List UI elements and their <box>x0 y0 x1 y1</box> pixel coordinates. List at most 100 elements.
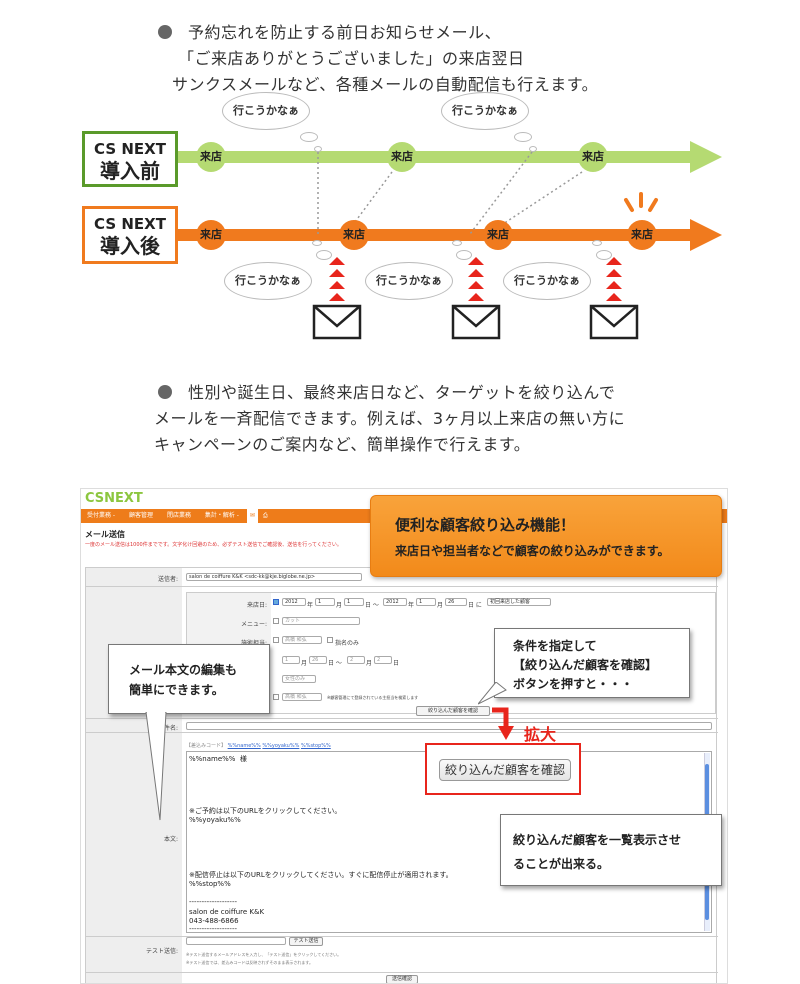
test-note-2: ※テスト送信では、差込みコードは反映されずそのまま表示されます。 <box>186 960 313 965</box>
feature-callout: 便利な顧客絞り込み機能！ 来店日や担当者などで顧客の絞り込みができます。 <box>370 495 722 577</box>
menu-item-closing[interactable]: 閉店業務 <box>166 512 191 519</box>
birthday-unit-4: 日 <box>393 660 400 667</box>
body-label: 本文: <box>163 836 178 843</box>
birthday-month-from[interactable]: 1 <box>282 656 300 664</box>
birthday-month-to[interactable]: 2 <box>347 656 365 664</box>
replace-label: 【差込みコード】 <box>186 743 227 749</box>
form-row-divider <box>86 972 718 973</box>
thought-bubble-top-2: 行こうかなぁ <box>441 92 529 130</box>
visit-month-unit: 月 <box>437 602 444 609</box>
thought-dot <box>312 240 322 246</box>
visit-day-unit: 日 に <box>468 602 482 609</box>
test-send-button[interactable]: テスト送信 <box>289 937 323 946</box>
visit-year-to[interactable]: 2012 <box>383 598 407 606</box>
body-line-stop-code: %%stop%% <box>189 880 231 888</box>
birthday-day-from[interactable]: 26 <box>309 656 327 664</box>
body-line-name: %%name%% 様 <box>189 755 247 763</box>
form-label-column <box>86 568 182 983</box>
birthday-unit-2: 日 ～ <box>328 660 342 667</box>
menu-item-analysis[interactable]: 集計・解析 - <box>204 512 239 519</box>
birthday-day-to[interactable]: 2 <box>374 656 392 664</box>
menu-label: メニュー: <box>240 621 267 628</box>
body-line-phone: 043-488-6866 <box>189 917 239 925</box>
send-confirm-button[interactable]: 送信確認 <box>386 975 418 983</box>
menu-mail-icon[interactable]: ✉ <box>246 509 258 523</box>
edit-line1: メール本文の編集も <box>129 663 238 677</box>
visit-day-to[interactable]: 26 <box>445 598 467 606</box>
visit-type-select[interactable]: 初回来店した顧客 <box>487 598 551 606</box>
nominate-check[interactable] <box>327 637 333 643</box>
menu-item-reception[interactable]: 受付業務 - <box>87 512 116 519</box>
menu-check[interactable] <box>273 618 279 624</box>
after-line1: CS NEXT <box>94 215 166 233</box>
zoom-arrow <box>492 707 514 740</box>
menu-item-customers[interactable]: 顧客管理 <box>129 512 154 519</box>
sparkle-icon <box>624 192 658 212</box>
replace-code-yoyaku[interactable]: %%yoyaku%% <box>262 743 300 749</box>
thought-dot <box>514 132 532 142</box>
staff-select[interactable]: 高橋 和弘 <box>282 636 322 644</box>
visit-month-unit: 月 <box>336 602 343 609</box>
birthday-unit-1: 月 <box>301 660 308 667</box>
intro-paragraph-1: 予約忘れを防止する前日お知らせメール、 「ご来店ありがとうございました」の来店翌… <box>158 20 718 98</box>
list-callout: 絞り込んだ顧客を一覧表示させ ることが出来る。 <box>500 814 722 886</box>
intro1-line2: 「ご来店ありがとうございました」の来店翌日 <box>178 49 525 68</box>
visit-month-to[interactable]: 1 <box>416 598 436 606</box>
thought-dot <box>314 146 322 152</box>
orange-arrow-head <box>690 219 722 251</box>
gender-select[interactable]: 女性のみ <box>282 675 316 683</box>
visit-date-check[interactable] <box>273 599 279 605</box>
staff2-check[interactable] <box>273 694 279 700</box>
visit-month-from[interactable]: 1 <box>315 598 335 606</box>
sender-label: 送信者: <box>157 576 178 583</box>
green-timeline-bar <box>176 151 696 163</box>
condition-callout: 条件を指定して 【絞り込んだ顧客を確認】 ボタンを押すと・・・ <box>494 628 690 698</box>
sender-select[interactable]: salon de coiffure K&K <sdc-kk@kje.biglob… <box>186 573 362 581</box>
feature-title: 便利な顧客絞り込み機能！ <box>395 516 576 534</box>
zoom-confirm-button[interactable]: 絞り込んだ顧客を確認 <box>439 759 571 781</box>
timeline-arrows <box>176 141 722 340</box>
green-arrow-head <box>690 141 722 173</box>
menu-print-icon[interactable]: ⎙ <box>262 512 268 519</box>
before-line1: CS NEXT <box>94 140 166 158</box>
body-line-separator: ------------------- <box>189 925 237 933</box>
visit-year-from[interactable]: 2012 <box>282 598 306 606</box>
menu-select[interactable]: カット <box>282 617 360 625</box>
intro1-line1: 予約忘れを防止する前日お知らせメール、 <box>188 23 502 42</box>
thought-dot <box>300 132 318 142</box>
intro2-line1: 性別や誕生日、最終来店日など、ターゲットを絞り込んで <box>188 383 616 402</box>
subject-input[interactable] <box>186 722 712 730</box>
body-line-separator: ------------------- <box>189 898 237 906</box>
form-row-divider <box>86 936 718 937</box>
app-logo: CSNEXT <box>85 491 143 506</box>
form-row-divider <box>86 718 718 719</box>
intro-paragraph-2: 性別や誕生日、最終来店日など、ターゲットを絞り込んで メールを一斉配信できます。… <box>154 380 738 458</box>
timeline-diagram: CS NEXT 導入前 CS NEXT 導入後 来店 来店 来店 来店 来店 来… <box>0 90 800 350</box>
test-send-label: テスト送信: <box>145 948 178 955</box>
birthday-unit-3: 月 <box>366 660 373 667</box>
body-line-yoyaku-guide: ※ご予約は以下のURLをクリックしてください。 <box>189 807 342 815</box>
after-box: CS NEXT 導入後 <box>82 206 178 264</box>
visit-after-1: 来店 <box>196 220 226 250</box>
arrow-stack-2 <box>468 257 484 301</box>
replace-code-name[interactable]: %%name%% <box>227 743 261 749</box>
visit-before-1: 来店 <box>196 142 226 172</box>
before-line2: 導入前 <box>100 159 160 183</box>
intro1-line3: サンクスメールなど、各種メールの自動配信も行えます。 <box>172 75 599 94</box>
before-box: CS NEXT 導入前 <box>82 131 178 187</box>
thought-dot <box>592 240 602 246</box>
body-line-stop-guide: ※配信停止は以下のURLをクリックしてください。すぐに配信停止が適用されます。 <box>189 871 453 879</box>
confirm-button-small[interactable]: 絞り込んだ顧客を確認 <box>416 706 490 716</box>
cond-line1: 条件を指定して <box>513 639 597 653</box>
bullet-icon <box>158 385 172 399</box>
test-email-input[interactable] <box>186 937 286 945</box>
staff-check[interactable] <box>273 637 279 643</box>
visit-day-from[interactable]: 1 <box>344 598 364 606</box>
replace-code-stop[interactable]: %%stop%% <box>300 743 331 749</box>
thought-dot <box>452 240 462 246</box>
staff2-select[interactable]: 高橋 和弘 <box>282 693 322 701</box>
thought-bubble-bottom-2: 行こうかなぁ <box>365 262 453 300</box>
thought-bubble-bottom-1: 行こうかなぁ <box>224 262 312 300</box>
page-note: 一度のメール送信は1000件までです。文字化け回避のため、必ずテスト送信でご確認… <box>85 542 342 548</box>
dotted-connectors <box>317 151 583 235</box>
